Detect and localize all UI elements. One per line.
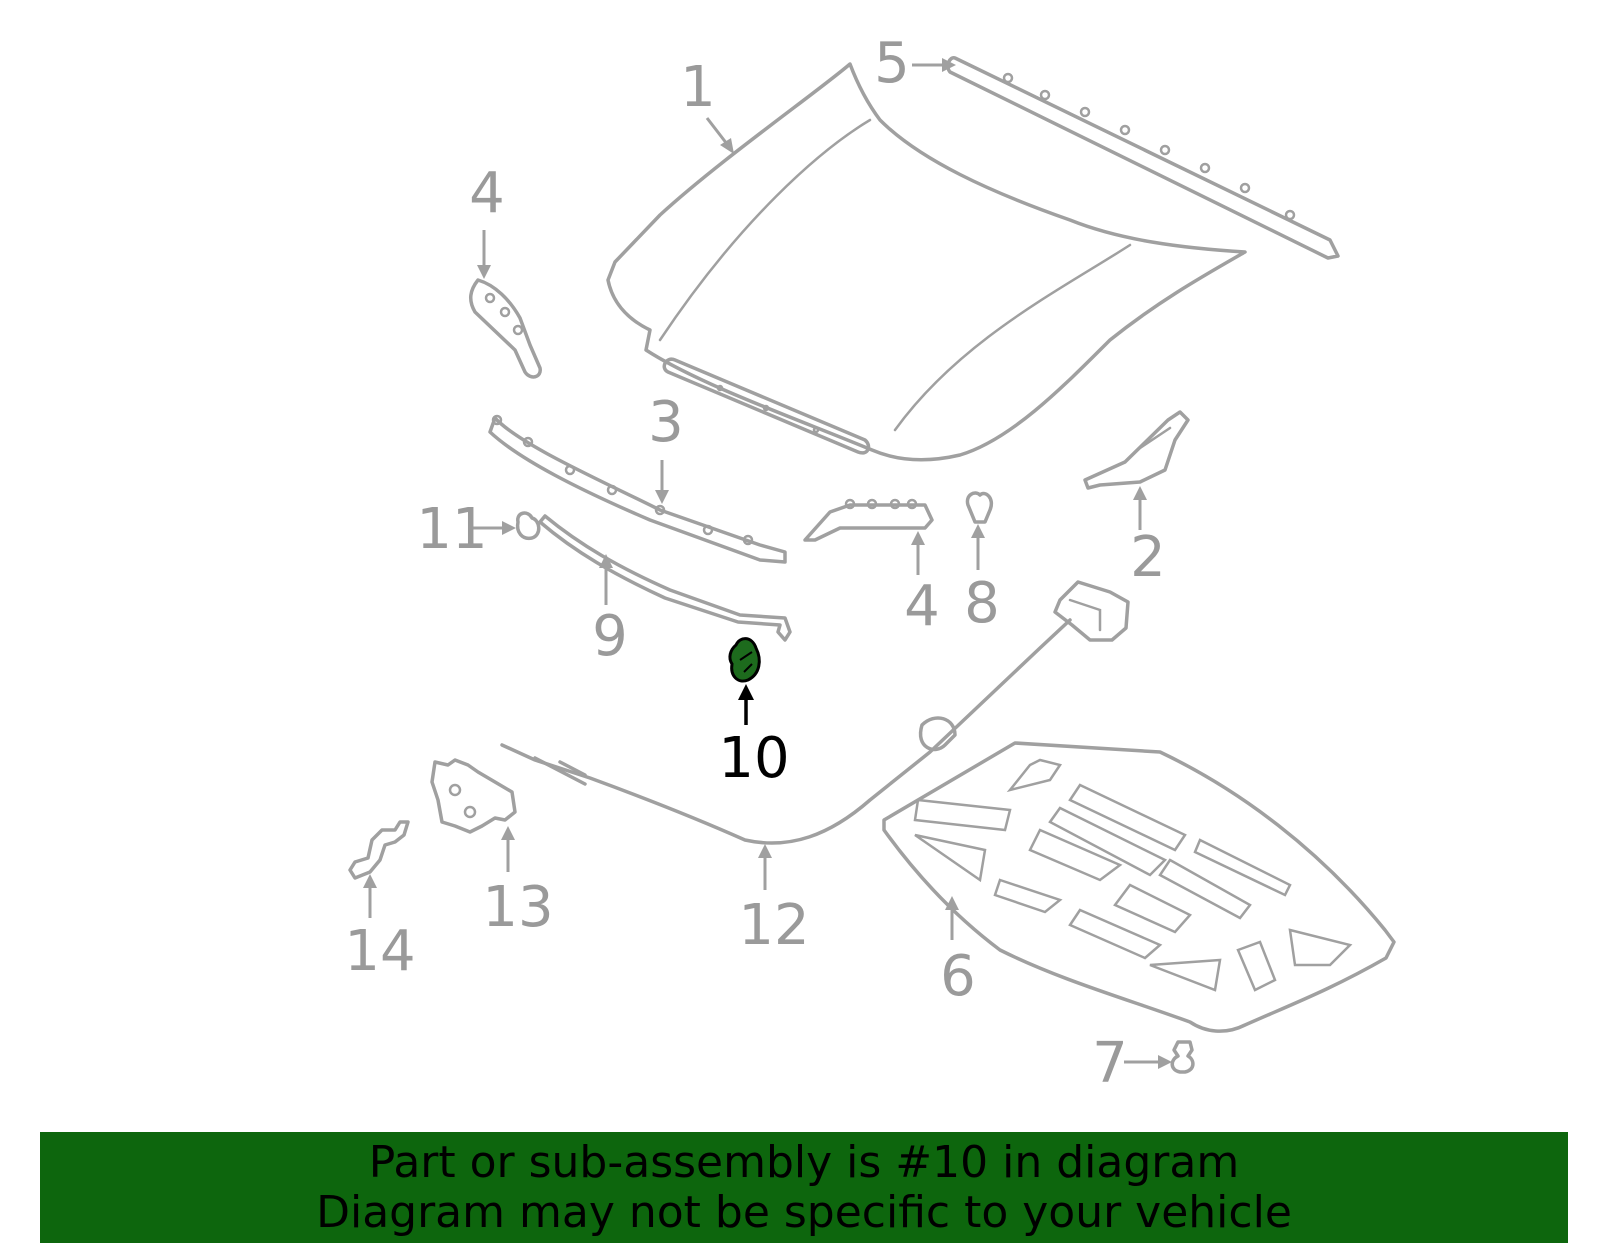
part-5-seal[interactable] — [946, 56, 1340, 260]
part-14-hook[interactable] — [348, 820, 410, 880]
part-11-grommet[interactable] — [515, 511, 541, 541]
banner-line-1: Part or sub-assembly is #10 in diagram — [368, 1136, 1240, 1188]
part-2-bracket-right[interactable] — [1083, 410, 1190, 490]
callout-5[interactable]: 5 — [874, 31, 910, 96]
part-1-hood[interactable] — [606, 62, 1247, 462]
part-8-clip[interactable] — [965, 491, 993, 524]
part-13-latch[interactable] — [430, 758, 517, 834]
leader-arrow-10 — [738, 684, 754, 725]
callout-2[interactable]: 2 — [1130, 525, 1166, 590]
callout-8[interactable]: 8 — [964, 571, 1000, 636]
callout-1[interactable]: 1 — [680, 55, 716, 120]
info-banner: Part or sub-assembly is #10 in diagram D… — [40, 1132, 1568, 1243]
part-3-seal[interactable] — [488, 414, 787, 564]
callout-11[interactable]: 11 — [416, 497, 487, 562]
callout-10[interactable]: 10 — [718, 726, 789, 791]
leader-arrows — [363, 58, 1172, 1069]
part-4-bracket-left[interactable] — [469, 278, 542, 379]
callout-3[interactable]: 3 — [648, 390, 684, 455]
callout-13[interactable]: 13 — [482, 875, 553, 940]
part-12-cable[interactable] — [500, 580, 1130, 845]
callout-4-lower[interactable]: 4 — [904, 574, 940, 639]
part-6-insulator[interactable] — [882, 741, 1396, 1033]
callout-12[interactable]: 12 — [738, 893, 809, 958]
part-10-highlighted[interactable] — [728, 637, 761, 683]
banner-line-2: Diagram may not be specific to your vehi… — [316, 1186, 1292, 1238]
callout-6[interactable]: 6 — [940, 944, 976, 1009]
part-9-prop-rod[interactable] — [538, 514, 792, 642]
callout-7[interactable]: 7 — [1092, 1031, 1128, 1096]
callout-4-upper[interactable]: 4 — [469, 161, 505, 226]
callout-9[interactable]: 9 — [592, 604, 628, 669]
part-4-bracket-center[interactable] — [803, 498, 934, 542]
callout-14[interactable]: 14 — [344, 919, 415, 984]
part-7-pin[interactable] — [1170, 1040, 1195, 1074]
